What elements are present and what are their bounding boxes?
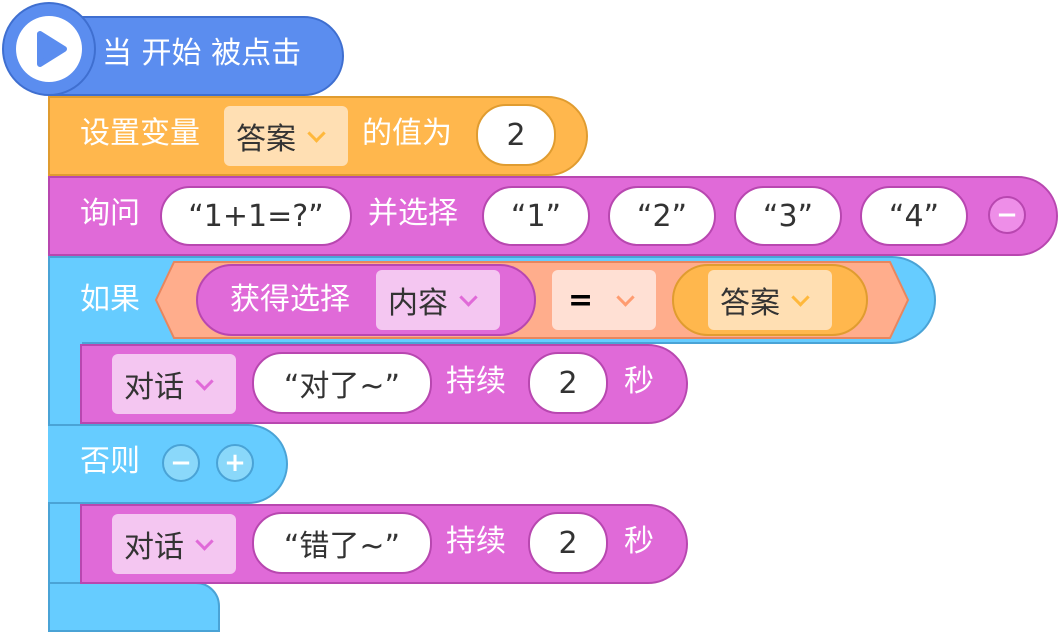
hat-label: 当 开始 被点击 bbox=[102, 36, 302, 71]
chevron-down-icon bbox=[195, 371, 214, 391]
add-else-button[interactable]: + bbox=[216, 444, 254, 482]
say-mode-value: 对话 bbox=[124, 530, 184, 565]
start-icon-circle bbox=[16, 16, 82, 82]
seconds-label: 秒 bbox=[624, 524, 654, 559]
ask-option-4[interactable]: “4” bbox=[860, 186, 968, 246]
seconds-label: 秒 bbox=[624, 364, 654, 399]
minus-icon: − bbox=[170, 448, 192, 478]
get-choice-label: 获得选择 bbox=[230, 282, 350, 317]
variable-dropdown[interactable]: 答案 bbox=[224, 106, 348, 166]
when-start-hat-block[interactable] bbox=[48, 16, 344, 96]
ask-option-1[interactable]: “1” bbox=[482, 186, 590, 246]
choose-label: 并选择 bbox=[368, 196, 458, 231]
play-icon bbox=[37, 31, 67, 67]
if-label: 如果 bbox=[80, 282, 140, 317]
say-text-input[interactable]: “错了~” bbox=[252, 512, 432, 574]
remove-else-button[interactable]: − bbox=[162, 444, 200, 482]
operator-value: = bbox=[568, 282, 594, 318]
set-variable-label: 设置变量 bbox=[80, 116, 200, 151]
variable-value: 答案 bbox=[236, 122, 296, 157]
if-else-foot bbox=[48, 582, 220, 632]
remove-option-button[interactable]: − bbox=[988, 196, 1026, 234]
set-value-input[interactable]: 2 bbox=[476, 104, 556, 166]
say-mode-dropdown[interactable]: 对话 bbox=[112, 514, 236, 574]
compare-variable-value: 答案 bbox=[720, 286, 780, 321]
ask-option-3[interactable]: “3” bbox=[734, 186, 842, 246]
duration-label: 持续 bbox=[446, 524, 506, 559]
operator-dropdown[interactable]: = bbox=[552, 270, 656, 330]
duration-input[interactable]: 2 bbox=[528, 512, 608, 574]
say-mode-dropdown[interactable]: 对话 bbox=[112, 354, 236, 414]
choice-field-dropdown[interactable]: 内容 bbox=[376, 270, 500, 330]
plus-icon: + bbox=[224, 448, 246, 478]
choice-field-value: 内容 bbox=[388, 286, 448, 321]
chevron-down-icon bbox=[195, 531, 214, 551]
duration-label: 持续 bbox=[446, 364, 506, 399]
chevron-down-icon bbox=[791, 287, 810, 307]
minus-icon: − bbox=[996, 200, 1018, 230]
chevron-down-icon bbox=[616, 287, 635, 307]
ask-option-2[interactable]: “2” bbox=[608, 186, 716, 246]
duration-input[interactable]: 2 bbox=[528, 352, 608, 414]
else-label: 否则 bbox=[80, 444, 140, 479]
compare-variable-dropdown[interactable]: 答案 bbox=[708, 270, 832, 330]
say-text-input[interactable]: “对了~” bbox=[252, 352, 432, 414]
chevron-down-icon bbox=[307, 123, 326, 143]
ask-question-input[interactable]: “1+1=?” bbox=[160, 186, 352, 246]
ask-label: 询问 bbox=[80, 196, 140, 231]
chevron-down-icon bbox=[459, 287, 478, 307]
say-mode-value: 对话 bbox=[124, 370, 184, 405]
value-of-label: 的值为 bbox=[362, 116, 452, 151]
